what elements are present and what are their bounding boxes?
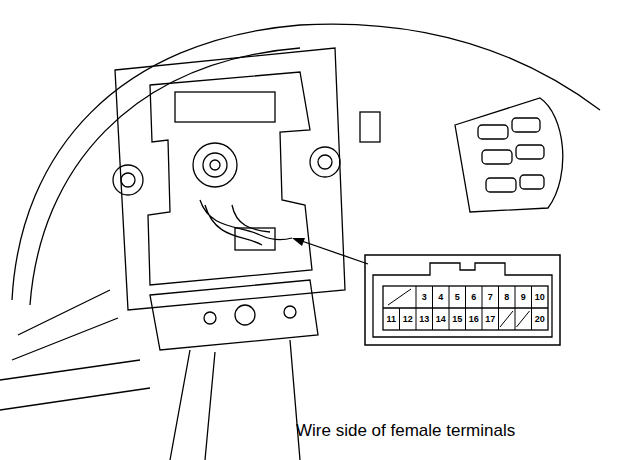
terminal-grid	[383, 286, 548, 330]
wheel-rim	[12, 24, 600, 300]
lower-bracket	[150, 280, 318, 350]
pin-number: 7	[482, 287, 499, 307]
pin-number: 6	[466, 287, 483, 307]
hub-slot	[175, 92, 275, 122]
center-nut	[203, 153, 227, 177]
pin-number: 17	[482, 309, 499, 329]
switch-button	[520, 175, 544, 189]
side-boss	[113, 165, 143, 195]
connector-housing	[373, 263, 552, 337]
hub-plate	[115, 48, 345, 310]
switch-button	[512, 118, 540, 132]
pin-number: 13	[416, 309, 433, 329]
pin-number: 9	[515, 287, 532, 307]
switch-button	[482, 150, 512, 164]
wheel-rim	[30, 48, 300, 305]
hub-frame	[148, 72, 312, 285]
switch-button	[478, 125, 508, 139]
switch-cluster	[455, 98, 563, 212]
pin-number: 20	[532, 309, 549, 329]
switch-button	[486, 178, 516, 192]
wheel-spoke	[12, 290, 118, 360]
dash-line	[0, 360, 150, 410]
pin-number: 15	[449, 309, 466, 329]
pin-number: 8	[499, 287, 516, 307]
center-nut	[210, 160, 220, 170]
switch-button	[516, 145, 544, 159]
terminal-dividers	[400, 286, 532, 330]
bracket-hole	[284, 306, 296, 318]
side-boss	[310, 147, 340, 177]
pin-number: 11	[383, 309, 400, 329]
steering-column	[170, 340, 300, 460]
side-boss	[121, 173, 135, 187]
pin-number: 5	[449, 287, 466, 307]
pin-number: 10	[532, 287, 549, 307]
arrowhead	[292, 238, 305, 246]
leader-arrow	[296, 239, 368, 264]
wire-harness	[200, 200, 292, 245]
pin-number: 4	[433, 287, 450, 307]
harness-connector	[235, 228, 275, 250]
bracket-hole	[235, 305, 255, 325]
switch-tab	[360, 112, 380, 142]
inset-frame	[365, 255, 560, 345]
pin-number: 12	[400, 309, 417, 329]
center-nut	[193, 143, 237, 187]
pin-number: 16	[466, 309, 483, 329]
pin-number: 14	[433, 309, 450, 329]
caption: Wire side of female terminals	[296, 421, 515, 441]
side-boss	[318, 155, 332, 169]
bracket-hole	[204, 312, 216, 324]
pin-number: 3	[416, 287, 433, 307]
